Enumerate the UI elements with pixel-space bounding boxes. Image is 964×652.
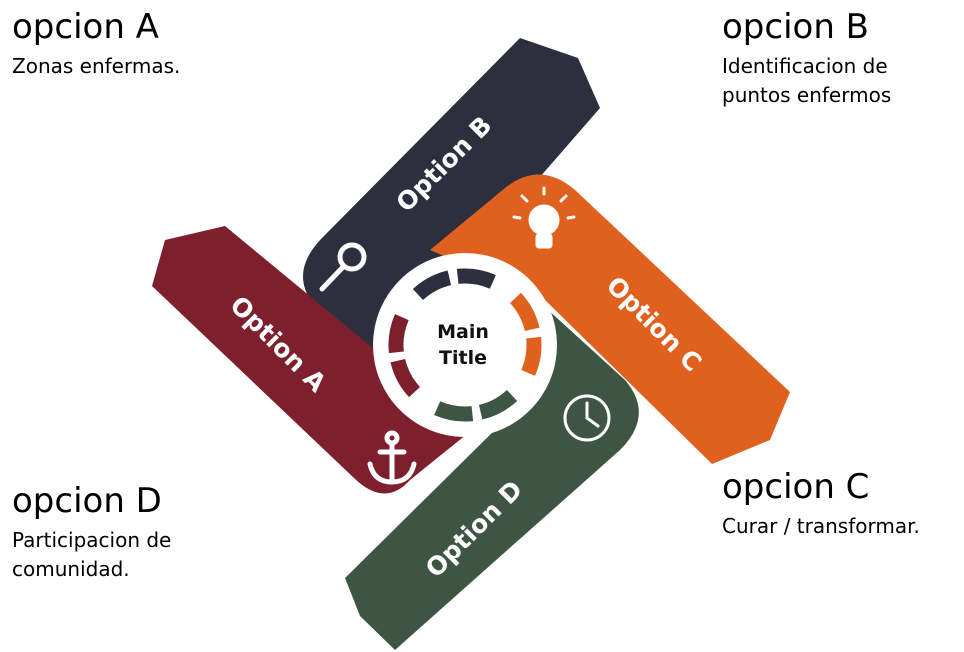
arm-c-shape (430, 174, 790, 464)
corner-block-c: opcion C Curar / transformar. (722, 468, 962, 541)
corner-desc-c: Curar / transformar. (722, 514, 920, 538)
corner-block-d: opcion D Participacion de comunidad. (12, 482, 222, 584)
arm-a-shape (152, 226, 472, 494)
corner-heading-b: opcion B (722, 7, 870, 47)
lightbulb-icon (512, 186, 576, 249)
clock-icon (563, 394, 611, 442)
magnifier-icon (319, 242, 367, 292)
center-hub: Main Title (373, 253, 557, 437)
center-title-line1: Main (437, 321, 489, 343)
center-hub-outer (373, 253, 557, 437)
corner-heading-c: opcion C (722, 467, 870, 507)
corner-block-b: opcion B Identificacion de puntos enferm… (722, 8, 897, 110)
corner-desc-a: Zonas enfermas. (12, 54, 181, 78)
anchor-icon (367, 430, 417, 485)
corner-heading-d: opcion D (12, 481, 162, 521)
hub-segment-b (388, 268, 542, 422)
corner-desc-d: Participacion de comunidad. (12, 528, 172, 581)
hub-segment-a (388, 268, 542, 422)
hub-segment-d (388, 268, 542, 422)
corner-desc-b: Identificacion de puntos enfermos (722, 54, 892, 107)
corner-heading-a: opcion A (12, 7, 159, 47)
center-title-line2: Title (439, 347, 487, 369)
arm-d-shape (345, 308, 639, 650)
arm-b-shape (302, 38, 600, 370)
arm-a: Option A (152, 226, 472, 494)
corner-block-a: opcion A Zonas enfermas. (12, 8, 252, 81)
